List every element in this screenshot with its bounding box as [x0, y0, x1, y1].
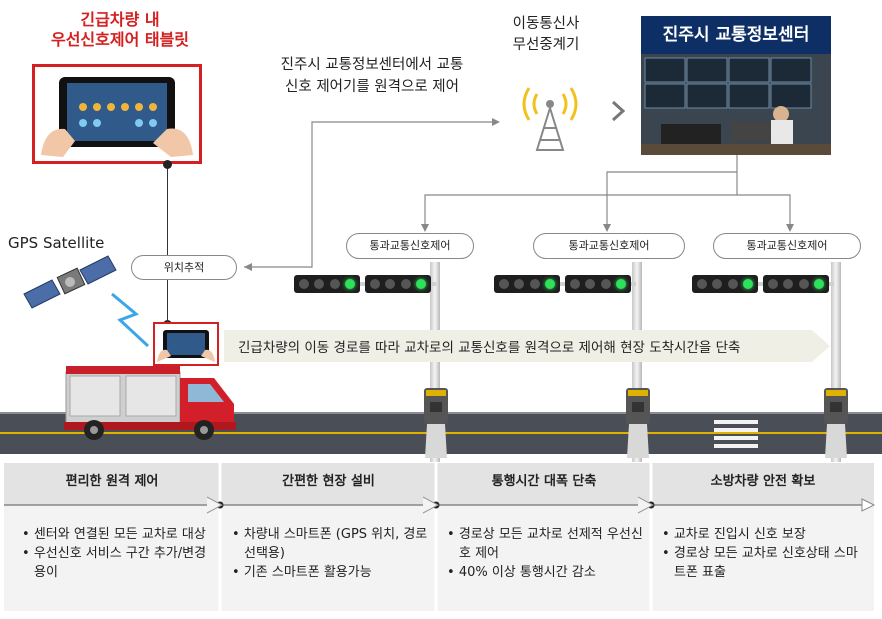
relay-title: 이동통신사 무선중계기 — [490, 14, 602, 56]
vehicle-tablet-frame — [153, 322, 219, 366]
signal-controller-icon — [626, 388, 650, 458]
fire-truck-icon — [64, 366, 236, 440]
connector-dot — [163, 160, 172, 169]
lightning-icon — [111, 292, 150, 348]
traffic-light-icon — [365, 275, 431, 293]
bullet-item: • 차량내 스마트폰 (GPS 위치, 경로선택용) — [232, 527, 428, 561]
summary-background — [4, 463, 876, 611]
section-3-title: 통행시간 대폭 단축 — [491, 474, 597, 489]
traffic-light-icon — [763, 275, 829, 293]
bullet-item: • 교차로 진입시 신호 보장 — [662, 527, 806, 542]
signal-controller-icon — [424, 388, 448, 458]
section-1-title: 편리한 원격 제어 — [65, 474, 159, 489]
tracking-pill: 위치추적 — [131, 255, 237, 280]
tablet-title: 긴급차량 내 우선신호제어 태블릿 — [20, 10, 220, 50]
tablet-title-line2: 우선신호제어 태블릿 — [50, 30, 190, 49]
center-title: 진주시 교통정보센터 — [641, 16, 831, 54]
bullet-item: • 기존 스마트폰 활용가능 — [232, 565, 372, 580]
traffic-light-icon — [565, 275, 631, 293]
remote-control-text: 진주시 교통정보센터에서 교통 신호 제어기를 원격으로 제어 — [252, 54, 492, 98]
section-3-bullets: • 경로상 모든 교차로 선제적 우선신호 제어 • 40% 이상 통행시간 감… — [447, 525, 643, 582]
section-4-title: 소방차량 안전 확보 — [710, 474, 816, 489]
signal-control-pill-1: 통과교통신호제어 — [346, 233, 474, 259]
control-room-photo — [641, 54, 831, 155]
section-4-bullets: • 교차로 진입시 신호 보장 • 경로상 모든 교차로 신호상태 스마트폰 표… — [662, 525, 858, 582]
section-2-bullets: • 차량내 스마트폰 (GPS 위치, 경로선택용) • 기존 스마트폰 활용가… — [232, 525, 428, 582]
signal-control-pill-2: 통과교통신호제어 — [533, 233, 685, 259]
tablet-image-frame — [32, 64, 202, 164]
relay-title-line1: 이동통신사 — [512, 16, 580, 32]
signal-controller-icon — [824, 388, 848, 458]
traffic-light-icon — [692, 275, 758, 293]
remote-text-line1: 진주시 교통정보센터에서 교통 — [280, 57, 464, 73]
traffic-light-icon — [494, 275, 560, 293]
traffic-light-icon — [294, 275, 360, 293]
crosswalk-marking — [714, 420, 758, 448]
banner-arrow-shape — [224, 330, 830, 362]
chevron-right-icon — [611, 100, 626, 122]
bullet-item: • 경로상 모든 교차로 신호상태 스마트폰 표출 — [662, 546, 858, 580]
tablet-icon — [41, 77, 193, 157]
bullet-item: • 경로상 모든 교차로 선제적 우선신호 제어 — [447, 527, 643, 561]
signal-control-pill-3: 통과교통신호제어 — [713, 233, 861, 259]
antenna-tower-icon — [522, 87, 578, 151]
bullet-item: • 센터와 연결된 모든 교차로 대상 — [22, 527, 206, 542]
satellite-icon — [23, 255, 117, 309]
bullet-item: • 우선신호 서비스 구간 추가/변경 용이 — [22, 546, 207, 580]
signal-pole-3 — [831, 262, 841, 462]
relay-title-line2: 무선중계기 — [512, 37, 580, 53]
gps-satellite-label: GPS Satellite — [8, 234, 105, 252]
tablet-connector-line — [167, 164, 168, 259]
tracking-connector-line — [167, 278, 168, 323]
tablet-title-line1: 긴급차량 내 — [80, 10, 160, 29]
tablet-icon — [157, 330, 215, 362]
section-2-title: 간편한 현장 설비 — [282, 474, 375, 489]
remote-text-line2: 신호 제어기를 원격으로 제어 — [285, 79, 459, 95]
banner-text: 긴급차량의 이동 경로를 따라 교차로의 교통신호를 원격으로 제어해 현장 도… — [238, 340, 741, 356]
section-1-bullets: • 센터와 연결된 모든 교차로 대상 • 우선신호 서비스 구간 추가/변경 … — [22, 525, 212, 582]
bullet-item: • 40% 이상 통행시간 감소 — [447, 565, 596, 580]
